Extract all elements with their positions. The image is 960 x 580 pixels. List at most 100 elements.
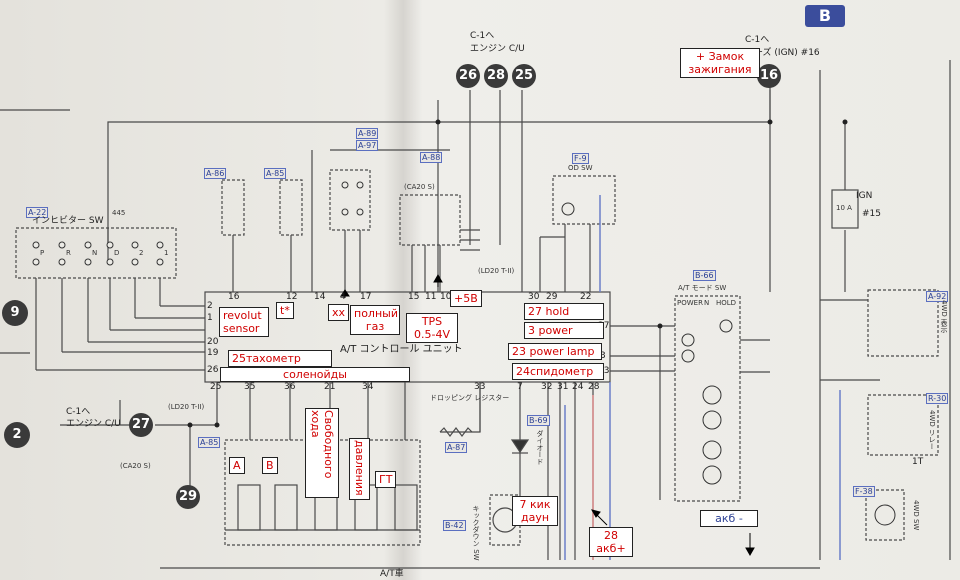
ref-a22: A-22 (26, 207, 49, 218)
pin-17: 17 (360, 292, 372, 302)
ignition-label: IGN (856, 191, 873, 201)
ref-f38: F-38 (853, 486, 875, 497)
ref-a97: A-97 (356, 140, 379, 151)
bottom-bar-label: A/T車 (380, 569, 404, 579)
left-c1-sub: エンジン C/U (66, 419, 121, 429)
connector-26: 26 (456, 64, 480, 88)
ecu-label-top: C-1へ (470, 31, 495, 41)
pin-10: 10 (440, 292, 452, 302)
sw-4wd-label: 4WD SW (912, 500, 920, 531)
pin-19: 19 (207, 348, 219, 358)
annotation-tps: TPS 0.5-4V (406, 313, 458, 343)
fuse-value: 10 A (836, 204, 852, 212)
pin-11: 11 (425, 292, 437, 302)
control-unit-title: A/T コントロール ユニット (340, 344, 463, 355)
fuse-label-top: C-1へ (745, 35, 770, 45)
annotation-solenoids: соленойды (220, 367, 410, 382)
connector-2: 2 (4, 422, 30, 448)
ref-a88: A-88 (420, 152, 443, 163)
mode-col-hold: HOLD (716, 299, 737, 307)
inhibitor-pos-n: N (92, 249, 98, 257)
control-unit-box (204, 291, 611, 383)
left-c1-top: C-1へ (66, 407, 91, 417)
fuse-number: #15 (862, 209, 881, 219)
pin-15: 15 (408, 292, 420, 302)
connector-9: 9 (2, 300, 28, 326)
annotation-power: 3 power (524, 322, 604, 339)
pin-35: 35 (244, 382, 256, 392)
ca20s-label: (CA20 S) (120, 462, 151, 470)
pin-16: 16 (228, 292, 240, 302)
ca20sb-label: (CA20 S) (404, 183, 435, 191)
annotation-idle: хх (328, 304, 350, 321)
annotation-free-run: Свободного хода (305, 408, 339, 498)
ecu-label-sub: エンジン C/U (470, 44, 525, 54)
pin-28: 28 (588, 382, 600, 392)
annotation-plus5v: +5В (450, 290, 482, 307)
ref-a92: A-92 (926, 291, 949, 302)
pin-1: 1 (207, 313, 213, 323)
annotation-battery-minus: акб - (700, 510, 758, 527)
annotation-power-lamp: 23 power lamp (508, 343, 602, 360)
annotation-hold: 27 hold (524, 303, 604, 320)
annotation-temp: t* (276, 302, 294, 319)
fuse-label-sub: ューズ (IGN) #16 (745, 48, 820, 58)
inhibitor-pos-p: P (40, 249, 45, 257)
inhibitor-pos-2: 2 (139, 249, 144, 257)
pin-24: 24 (572, 382, 584, 392)
ld20-label: (LD20 T-II) (168, 403, 205, 411)
dropping-resistor-label: ドロッピング レジスター (430, 394, 510, 402)
inhibitor-pos-r: R (66, 249, 71, 257)
annotation-battery-plus: 28 акб+ (589, 527, 633, 557)
pin-26: 26 (207, 365, 219, 375)
od-sw-label: OD SW (568, 164, 593, 172)
annotation-solenoid-a: A (229, 457, 245, 474)
pin-14: 14 (314, 292, 326, 302)
one-t-label: 1T (912, 457, 924, 467)
pin-32: 32 (541, 382, 553, 392)
inhibitor-label: インヒビター SW (32, 216, 104, 226)
annotation-revolut-sensor: revolut sensor (219, 307, 269, 337)
annotation-solenoid-b: B (262, 457, 278, 474)
mode-switch-box (674, 295, 741, 502)
mode-sw-label: A/T モード SW (678, 284, 727, 292)
connector-29: 29 (176, 485, 200, 509)
connector-16: 16 (757, 64, 781, 88)
pin-7: 7 (517, 382, 523, 392)
pin-22: 22 (580, 292, 592, 302)
pin-2: 2 (207, 301, 213, 311)
ref-f9: F-9 (572, 153, 589, 164)
pin-33: 33 (474, 382, 486, 392)
ref-r30: R-30 (926, 393, 949, 404)
ref-b42: B-42 (443, 520, 466, 531)
ref-b66: B-66 (693, 270, 716, 281)
pin-30: 30 (528, 292, 540, 302)
pin-4: 4 (340, 292, 346, 302)
wd4-indicator-label: 4WD 表示 (940, 300, 948, 333)
relay-4wd-label: 4WD リレー (928, 410, 936, 450)
pin-12: 12 (286, 292, 298, 302)
ld20b-label: (LD20 T-II) (478, 267, 515, 275)
mode-col-n: N (704, 299, 710, 307)
pin-36: 36 (284, 382, 296, 392)
ref-a85: A-85 (264, 168, 287, 179)
pin-3: 3 (600, 351, 606, 361)
pin-34: 34 (362, 382, 374, 392)
annotation-kickdown: 7 кик даун (512, 496, 558, 526)
annotation-speedometer: 24спидометр (512, 363, 604, 380)
ref-a86: A-86 (204, 168, 227, 179)
kickdown-label: キックダウン SW (472, 505, 480, 561)
pin-20: 20 (207, 337, 219, 347)
mode-col-power: POWER (677, 299, 703, 307)
inhibitor-pos-d: D (114, 249, 120, 257)
inhibitor-pos-1: 1 (164, 249, 169, 257)
wire-445: 445 (112, 209, 126, 217)
connector-28: 28 (484, 64, 508, 88)
ref-a85-bottom: A-85 (198, 437, 221, 448)
ref-a89: A-89 (356, 128, 379, 139)
pin-25: 25 (210, 382, 222, 392)
connector-27: 27 (129, 413, 153, 437)
annotation-full-throttle: полный газ (350, 305, 400, 335)
